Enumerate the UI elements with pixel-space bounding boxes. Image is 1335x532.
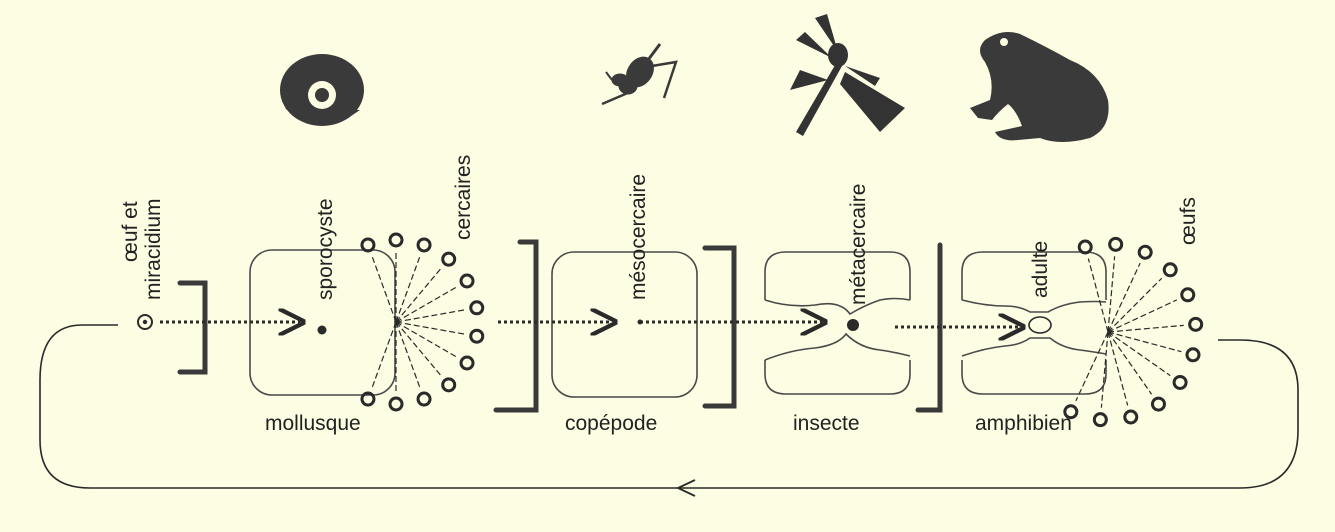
cercaria-ray <box>372 322 396 388</box>
cercaria-ring <box>362 239 374 251</box>
cercaria-ring <box>461 357 473 369</box>
label-metacercaria: métacercaire <box>847 184 870 305</box>
egg-ring <box>1174 376 1186 388</box>
egg-ray <box>1108 278 1162 332</box>
cercariae-fan <box>362 234 483 410</box>
cercaria-ring <box>390 234 402 246</box>
cercaria-ring <box>443 379 455 391</box>
cercaria-ring <box>471 302 483 314</box>
frog-icon <box>970 32 1109 142</box>
host-name-insecte: insecte <box>793 412 860 435</box>
egg-ring <box>1110 238 1122 250</box>
egg-ring <box>1182 289 1194 301</box>
cercaria-ring <box>390 398 402 410</box>
mesocercaria-dot <box>638 320 643 325</box>
bracket-1 <box>180 283 205 372</box>
label-eggs: œufs <box>1177 197 1200 245</box>
host-name-mollusque: mollusque <box>265 412 361 435</box>
host-name-amphibien: amphibien <box>975 412 1072 435</box>
egg-ring <box>1094 414 1106 426</box>
cercaria-ray <box>396 322 441 376</box>
bracket-2 <box>496 242 536 410</box>
cercaria-ring <box>418 393 430 405</box>
dragonfly-icon <box>790 14 905 136</box>
copepod-icon <box>602 44 676 104</box>
cercaria-ray <box>396 256 420 322</box>
cercaria-ring <box>443 253 455 265</box>
cercaria-ray <box>372 256 396 322</box>
label-egg-miracidium-1: œuf et <box>119 201 142 262</box>
egg-ring <box>1079 241 1091 253</box>
label-cercariae: cercaires <box>452 155 475 240</box>
cercaria-ring <box>418 239 430 251</box>
egg-ring <box>1139 246 1151 258</box>
cercaria-ring <box>461 275 473 287</box>
snail-icon <box>280 54 364 126</box>
cercaria-ray <box>396 268 441 322</box>
egg-ray <box>1088 259 1108 332</box>
egg-ring <box>1152 398 1164 410</box>
label-sporocyst: sporocyste <box>314 198 337 300</box>
cercaria-ring <box>471 330 483 342</box>
label-mesocercaria: mésocercaire <box>627 174 650 300</box>
egg-ring <box>1125 411 1137 423</box>
cercaria-ray <box>396 322 420 388</box>
bracket-3 <box>705 248 734 406</box>
adult-worm <box>1029 317 1051 333</box>
sporocyst-dot <box>318 326 327 335</box>
egg-miracidium-symbol <box>138 315 152 329</box>
return-loop-arrow <box>40 325 1298 488</box>
egg-ring <box>1187 349 1199 361</box>
egg-ring <box>1164 264 1176 276</box>
host-name-copepode: copépode <box>565 412 657 435</box>
eggs-fan <box>1065 238 1202 425</box>
egg-ring <box>1190 318 1202 330</box>
copepode-box <box>552 252 697 397</box>
label-egg-miracidium-2: miracidium <box>142 198 165 300</box>
metacercaria-dot <box>847 319 859 331</box>
label-adult: adulte <box>1029 241 1052 298</box>
